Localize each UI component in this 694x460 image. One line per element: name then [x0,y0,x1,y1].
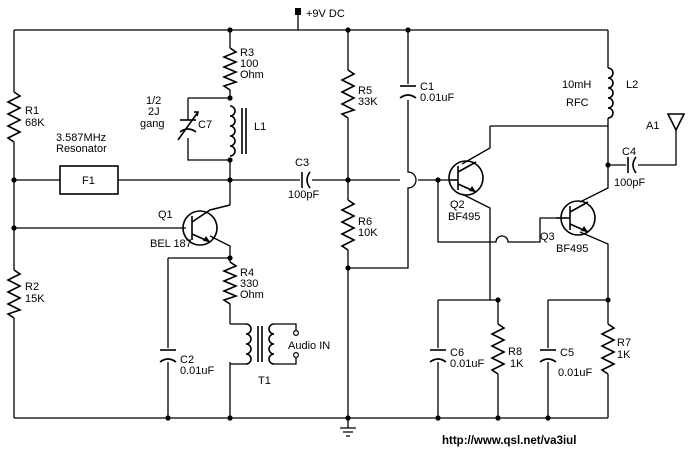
resistor-r1: R1 68K [6,91,45,143]
q2-ref: Q2 [450,199,465,211]
q2-part: BF495 [448,211,480,223]
q3-part: BF495 [556,243,588,255]
r5-ref: R5 [358,85,372,97]
q1-part: BEL 187 [150,238,192,250]
supply-label: +9V DC [306,8,345,20]
l2-type: RFC [566,97,589,109]
r6-ref: R6 [358,216,372,228]
c1-value: 0.01uF [420,92,455,104]
capacitor-c4: C4 100pF [614,146,645,189]
r6-value: 10K [358,227,378,239]
svg-text:Ohm: Ohm [240,289,264,301]
svg-text:2J: 2J [148,106,160,118]
svg-text:100: 100 [240,58,258,70]
svg-text:Resonator: Resonator [56,143,107,155]
c6-value: 0.01uF [450,358,485,370]
svg-text:Ohm: Ohm [240,69,264,81]
r4-ref: R4 [240,267,254,279]
l1-ref: L1 [254,121,266,133]
r8-value: 1K [510,358,524,370]
ground-symbol [340,418,356,437]
c4-value: 100pF [614,177,645,189]
wires [13,29,677,419]
r8-ref: R8 [508,346,522,358]
q1-ref: Q1 [158,209,173,221]
l2-ref: L2 [626,79,638,91]
c5-ref: C5 [560,347,574,359]
resistor-r3: R3 100 Ohm [221,47,264,91]
variable-capacitor-c7: 1/2 2J gang C7 [140,95,212,141]
resistor-r8: R8 1K [490,323,524,375]
svg-text:gang: gang [140,118,164,130]
svg-text:3.587MHz: 3.587MHz [56,132,106,144]
transistor-q1: Q1 BEL 187 [150,204,231,250]
c1-ref: C1 [420,81,434,93]
transformer-t1: Audio IN T1 [230,323,330,387]
c6-ref: C6 [450,347,464,359]
r1-ref: R1 [25,105,39,117]
transistor-q2: Q2 BF495 [448,160,484,223]
resistor-r2: R2 15K [6,269,45,319]
capacitor-c3: C3 100pF [288,157,319,201]
inductor-l1: L1 [229,105,266,157]
c3-value: 100pF [288,189,319,201]
resistor-r5: R5 33K [340,69,378,119]
source-url: http://www.qsl.net/va3iul [442,435,576,447]
r7-value: 1K [617,349,631,361]
r3-ref: R3 [240,47,254,59]
c2-ref: C2 [180,354,194,366]
resistor-r4: R4 330 Ohm [221,261,264,305]
capacitor-c1: C1 0.01uF [399,81,455,104]
r2-ref: R2 [25,281,39,293]
resistor-r7: R7 1K [600,323,631,375]
svg-text:330: 330 [240,278,258,290]
f1-ref: F1 [82,175,95,187]
t1-ref: T1 [258,375,271,387]
c5-value: 0.01uF [558,367,593,379]
audio-in-label: Audio IN [288,340,330,352]
c2-value: 0.01uF [180,365,215,377]
a1-ref: A1 [646,120,659,132]
capacitor-c6: C6 0.01uF [429,347,485,370]
resistor-r6: R6 10K [340,199,378,251]
r7-ref: R7 [617,337,631,349]
c7-ref: C7 [198,119,212,131]
c4-ref: C4 [622,146,636,158]
c3-ref: C3 [295,157,309,169]
svg-text:1/2: 1/2 [146,95,161,107]
inductor-l2: 10mH L2 RFC [562,67,638,119]
antenna-a1: A1 [646,113,686,132]
q3-ref: Q3 [540,231,555,243]
capacitor-c5: C5 0.01uF [539,347,593,379]
resonator-f1: F1 3.587MHz Resonator [56,132,119,195]
junction-dots [11,27,611,421]
r2-value: 15K [25,293,45,305]
transistor-q3: Q3 BF495 [540,200,596,255]
r5-value: 33K [358,96,378,108]
capacitor-c2: C2 0.01uF [159,349,215,377]
l2-value: 10mH [562,79,591,91]
supply-terminal: +9V DC [295,8,345,30]
r1-value: 68K [25,117,45,129]
